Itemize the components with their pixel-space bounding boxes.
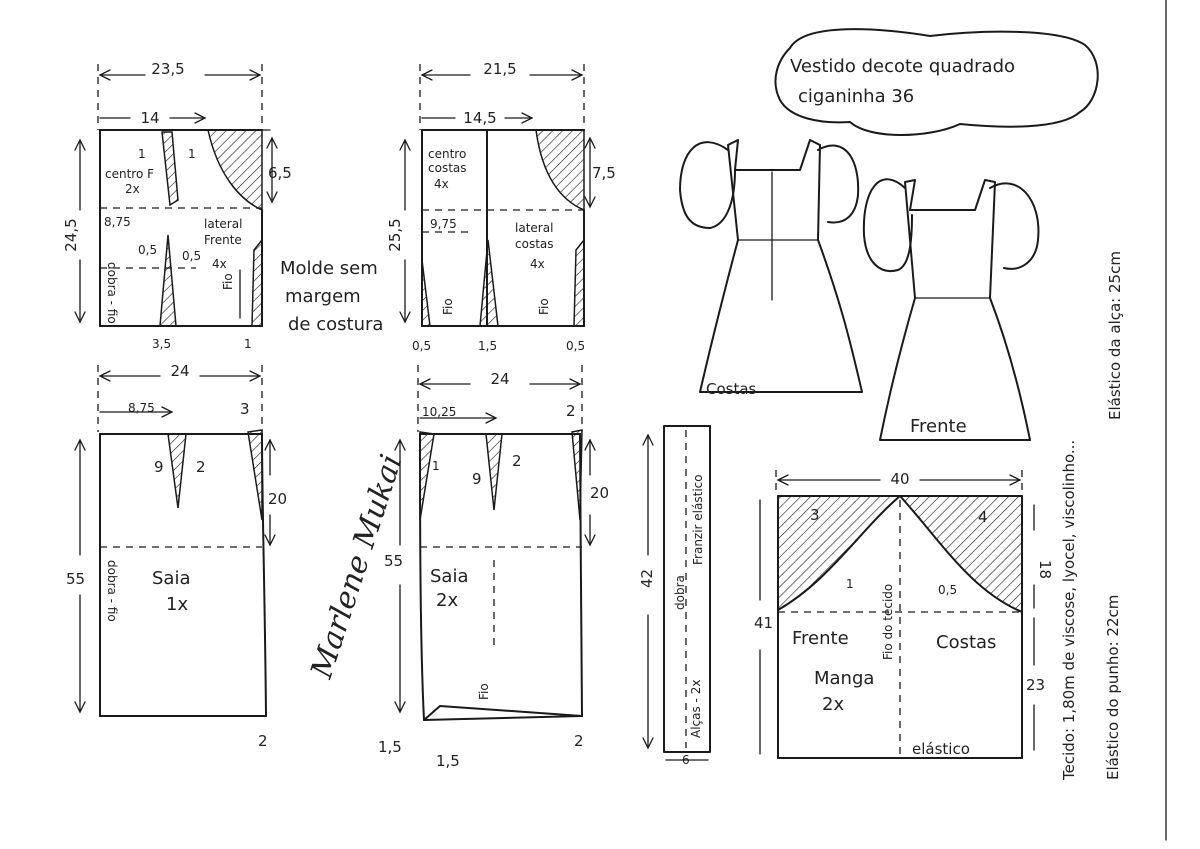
- sleeve-label: Manga: [814, 668, 874, 689]
- bodice-back-inner-width: 14,5: [463, 109, 496, 127]
- sleeve-cap-right: 4: [978, 508, 988, 526]
- sleeve-height: 41: [754, 614, 773, 632]
- title-line-2: ciganinha 36: [798, 86, 914, 107]
- sleeve-ease-right: 0,5: [938, 583, 957, 597]
- title-line-1: Vestido decote quadrado: [790, 56, 1015, 77]
- sleeve-back-label: Costas: [936, 632, 996, 653]
- note-fabric: Tecido: 1,80m de viscose, lyocel, viscol…: [1060, 440, 1078, 781]
- bodice-back-armhole: 7,5: [592, 164, 616, 182]
- sleeve-bottom-depth: 23: [1026, 676, 1045, 694]
- bodice-front-bottom-left: 3,5: [152, 337, 171, 351]
- sleeve-ease-left: 1: [846, 577, 854, 591]
- illustration-front-label: Frente: [910, 416, 967, 437]
- skirt-front-side-drop: 3: [240, 400, 250, 418]
- strap-fold: dobra: [673, 575, 687, 610]
- skirt-front-width: 24: [170, 362, 189, 380]
- sleeve-grain: Fio do tecido: [881, 584, 895, 660]
- skirt-front-label: Saia: [152, 568, 191, 589]
- sleeve-cap-left: 3: [810, 506, 820, 524]
- note-strap-elastic: Elástico da alça: 25cm: [1106, 251, 1124, 420]
- skirt-back-hip-depth: 20: [590, 484, 609, 502]
- bodice-back-grain-a: Fio: [441, 298, 455, 315]
- bodice-front-side-label2: Frente: [204, 233, 242, 247]
- bodice-back-center-qty: 4x: [434, 177, 449, 191]
- dress-back-illustration: [679, 139, 863, 393]
- bodice-front-piece: [74, 64, 278, 327]
- skirt-front-fold: dobra - fio: [105, 560, 119, 622]
- skirt-back-side-drop: 2: [566, 402, 576, 420]
- skirt-back-side-a: 1: [432, 459, 440, 473]
- bodice-front-bottom-right: 1: [244, 337, 252, 351]
- bodice-back-piece: [399, 64, 596, 327]
- skirt-front-piece: [74, 365, 276, 717]
- skirt-back-qty: 2x: [436, 590, 458, 611]
- bodice-front-center-label: centro F: [105, 167, 154, 181]
- skirt-back-dart-offset: 10,25: [422, 405, 456, 419]
- bodice-front-inner-width: 14: [140, 109, 159, 127]
- skirt-back-piece: [394, 365, 596, 721]
- bodice-back-side-label: lateral: [515, 221, 553, 235]
- bodice-front-fold: dobra - fio: [105, 262, 119, 324]
- bodice-back-grain-b: Fio: [537, 298, 551, 315]
- bodice-back-center-label2: costas: [428, 161, 467, 175]
- sleeve-qty: 2x: [822, 694, 844, 715]
- bodice-front-grain: Fio: [221, 273, 235, 290]
- sleeve-piece: [759, 470, 1035, 759]
- strap-label: Alças - 2x: [689, 680, 703, 738]
- strap-elastic: Franzir elástico: [691, 474, 705, 565]
- bodice-back-bottom-mid: 1,5: [478, 339, 497, 353]
- skirt-front-dart-offset: 8,75: [128, 401, 155, 415]
- bodice-front-dart-top-a: 1: [138, 147, 146, 161]
- bodice-front-width: 23,5: [151, 60, 184, 78]
- sleeve-width: 40: [890, 470, 909, 488]
- skirt-front-height: 55: [66, 570, 85, 588]
- skirt-back-bottom-mid: 1,5: [436, 752, 460, 770]
- strap-width: 6: [682, 753, 690, 767]
- sleeve-front-label: Frente: [792, 628, 849, 649]
- bodice-front-side-label: lateral: [204, 217, 242, 231]
- bodice-back-height: 25,5: [386, 218, 404, 251]
- bodice-back-bottom-left: 0,5: [412, 339, 431, 353]
- bodice-front-dart-top-b: 1: [188, 147, 196, 161]
- bodice-back-center-label: centro: [428, 147, 466, 161]
- bodice-back-bottom-right: 0,5: [566, 339, 585, 353]
- skirt-back-bottom-left: 1,5: [378, 738, 402, 756]
- note-cuff-elastic: Elástico do punho: 22cm: [1104, 595, 1122, 780]
- skirt-back-bottom-right: 2: [574, 732, 584, 750]
- skirt-front-qty: 1x: [166, 594, 188, 615]
- skirt-back-dart-len: 9: [472, 470, 482, 488]
- skirt-back-height: 55: [384, 552, 403, 570]
- bodice-front-armhole: 6,5: [268, 164, 292, 182]
- note-line-2: margem: [285, 286, 361, 307]
- note-line-3: de costura: [288, 314, 383, 335]
- skirt-front-bottom: 2: [258, 732, 268, 750]
- sleeve-top-depth: 18: [1036, 560, 1054, 579]
- bodice-front-dart-mid-b: 0,5: [182, 249, 201, 263]
- illustration-back-label: Costas: [706, 380, 757, 398]
- skirt-back-label: Saia: [430, 566, 469, 587]
- bodice-back-dart-offset: 9,75: [430, 217, 457, 231]
- bodice-back-side-qty: 4x: [530, 257, 545, 271]
- title-cloud: [774, 28, 1099, 136]
- bodice-front-dart-offset: 8,75: [104, 215, 131, 229]
- skirt-back-width: 24: [490, 370, 509, 388]
- skirt-back-dart-width: 2: [512, 452, 522, 470]
- skirt-front-dart-len: 9: [154, 458, 164, 476]
- bodice-back-side-label2: costas: [515, 237, 554, 251]
- bodice-front-side-qty: 4x: [212, 257, 227, 271]
- strap-length: 42: [638, 569, 656, 588]
- bodice-back-width: 21,5: [483, 60, 516, 78]
- bodice-front-center-qty: 2x: [125, 182, 140, 196]
- skirt-back-grain: Fio: [477, 683, 491, 700]
- dress-front-illustration: [862, 178, 1040, 441]
- sleeve-hem: elástico: [912, 740, 970, 758]
- bodice-front-height: 24,5: [62, 218, 80, 251]
- skirt-front-hip-depth: 20: [268, 490, 287, 508]
- skirt-front-dart-width: 2: [196, 458, 206, 476]
- strap-piece: [642, 425, 711, 761]
- note-line-1: Molde sem: [280, 258, 378, 279]
- bodice-front-dart-mid-a: 0,5: [138, 243, 157, 257]
